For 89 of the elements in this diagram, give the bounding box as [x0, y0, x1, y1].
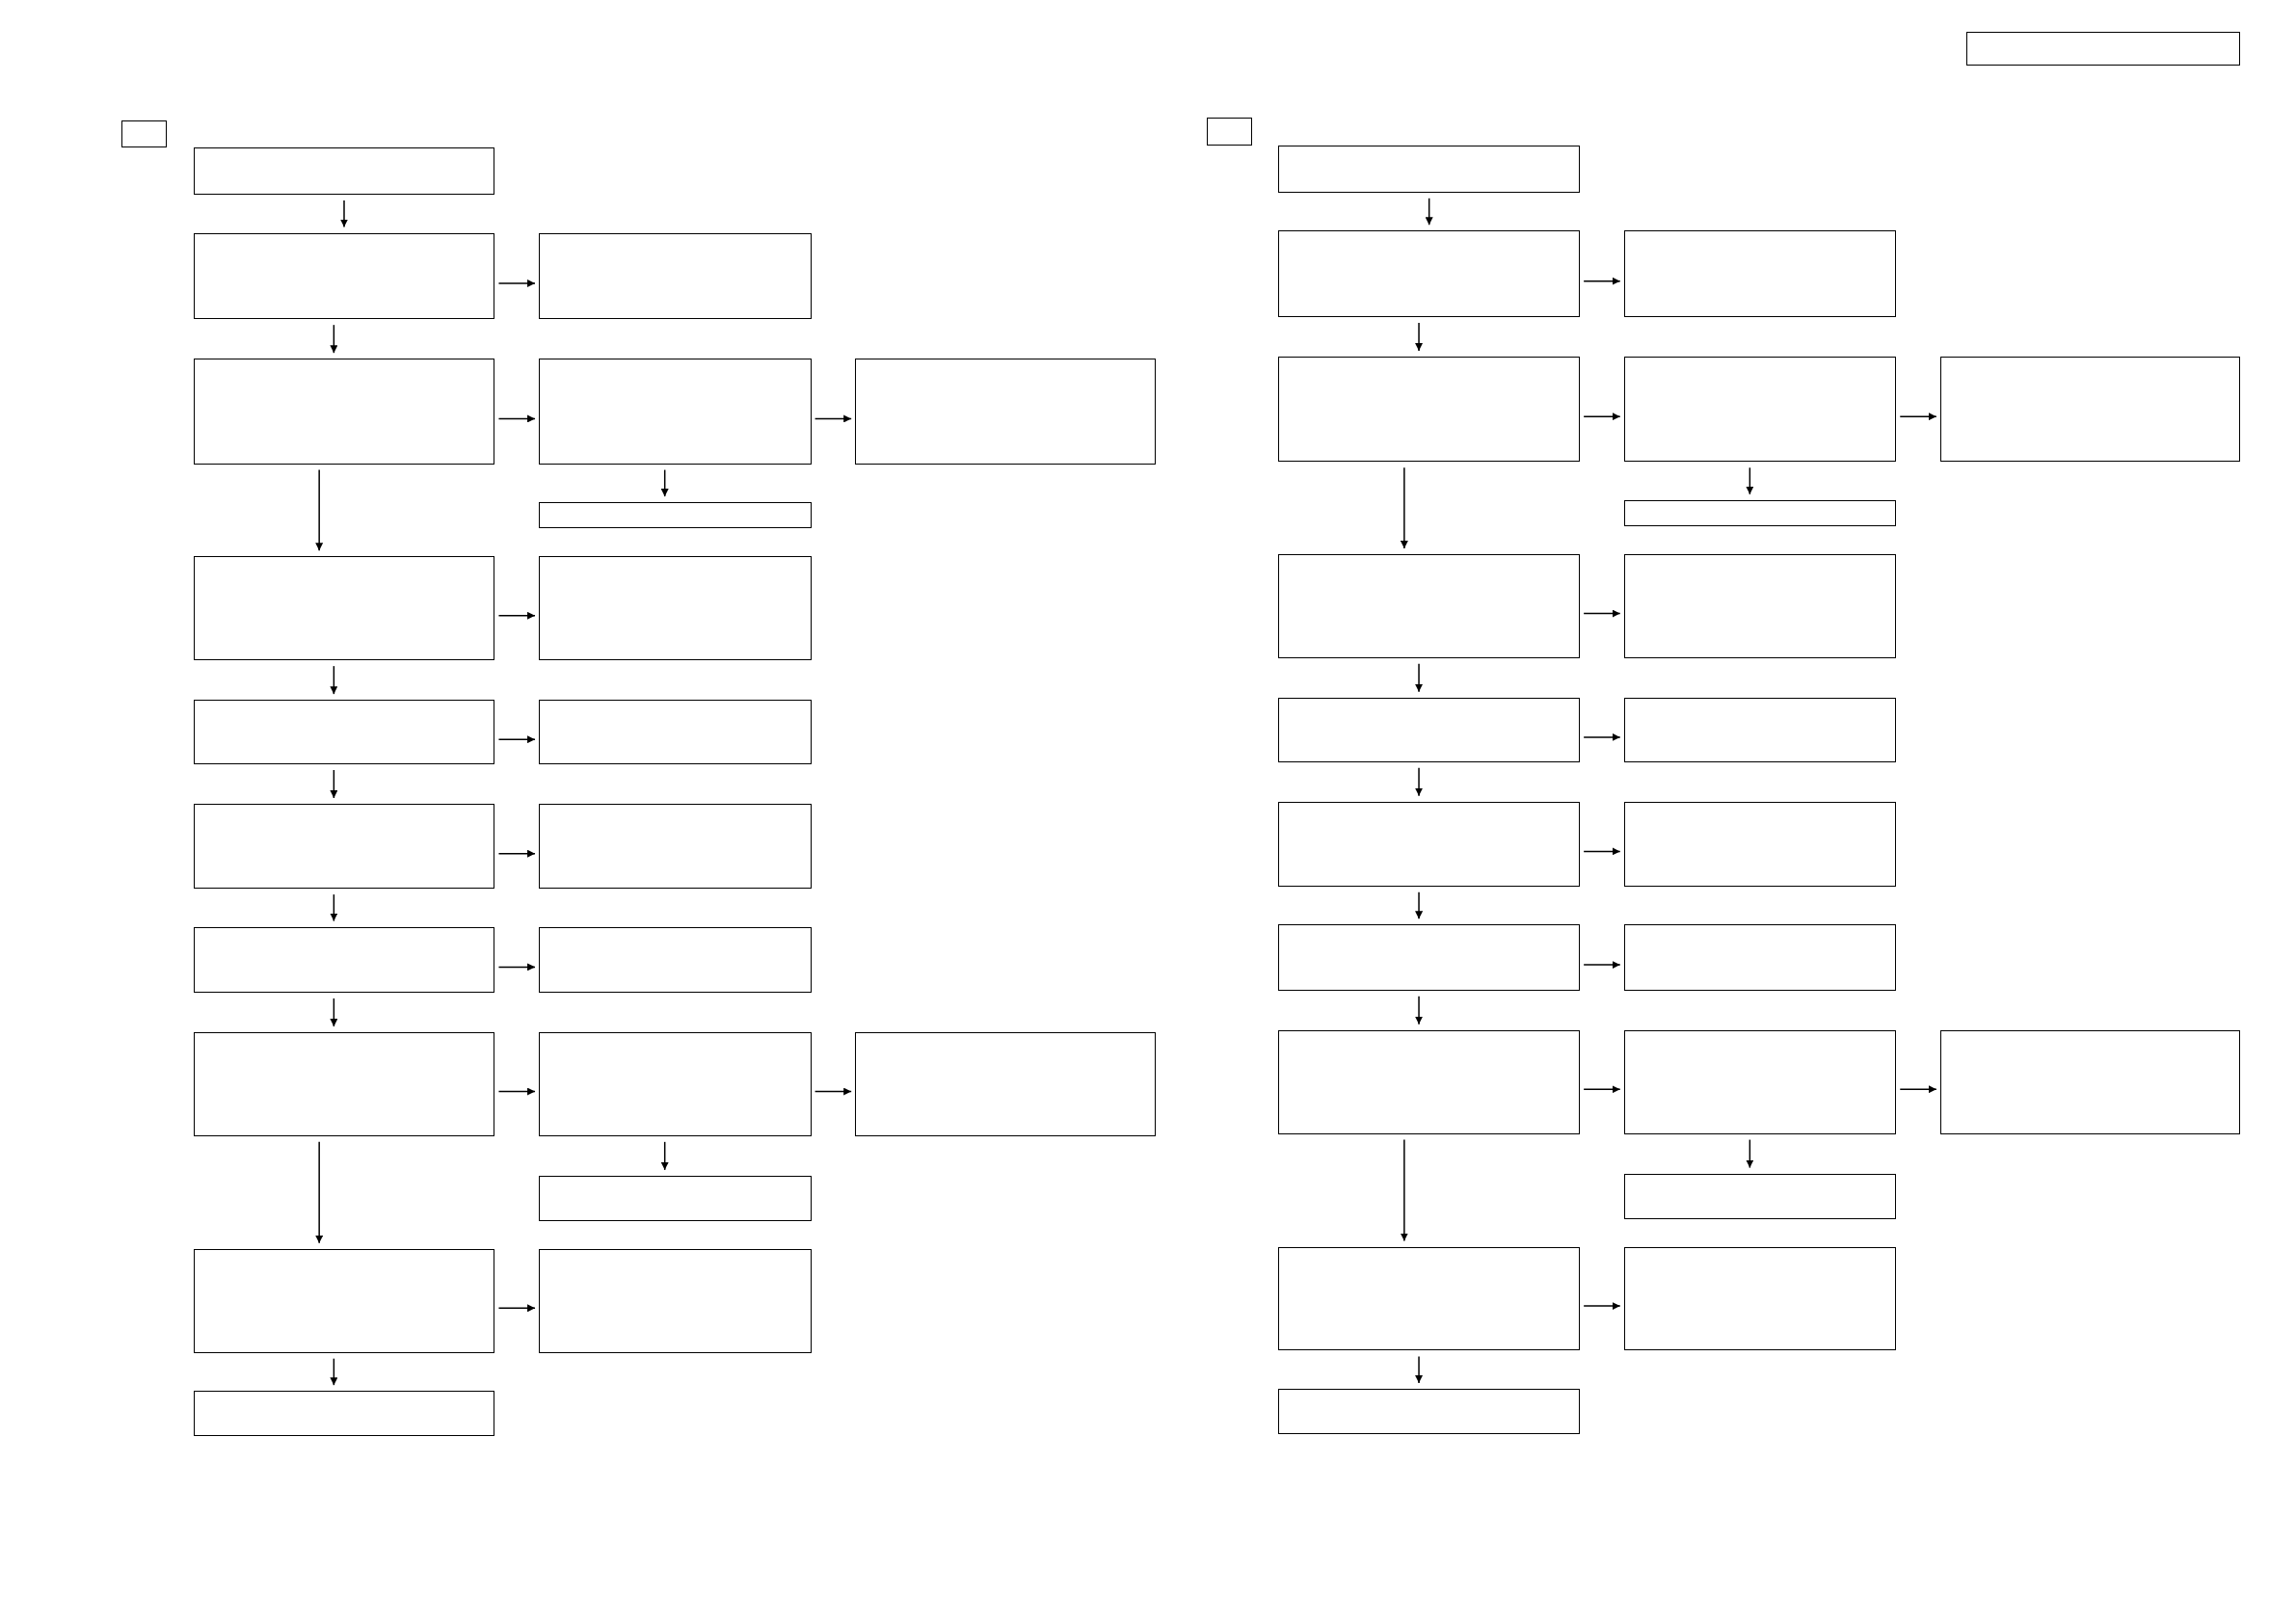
- process-box: [1623, 1246, 1897, 1351]
- process-box: [855, 359, 1156, 465]
- process-box: [1278, 924, 1581, 991]
- arrow: [497, 963, 536, 971]
- arrow: [1583, 1302, 1621, 1311]
- process-box: [1278, 1388, 1581, 1434]
- arrow: [660, 1141, 669, 1171]
- arrow: [1746, 466, 1754, 495]
- process-box: [1966, 32, 2241, 67]
- process-box: [1278, 697, 1581, 762]
- arrow: [1899, 412, 1937, 421]
- process-box: [1278, 1246, 1581, 1351]
- process-box: [1939, 356, 2241, 463]
- process-box: [1278, 1029, 1581, 1134]
- process-box: [539, 700, 812, 764]
- arrow: [1415, 995, 1424, 1025]
- process-box: [539, 1175, 812, 1221]
- arrow: [497, 1087, 536, 1096]
- process-box: [193, 1032, 495, 1136]
- arrow: [1583, 609, 1621, 618]
- process-box: [1623, 230, 1897, 317]
- process-box: [855, 1032, 1156, 1136]
- arrow: [497, 735, 536, 744]
- arrow: [1400, 1138, 1408, 1242]
- process-box: [539, 1248, 812, 1353]
- arrow: [1899, 1085, 1937, 1094]
- process-box: [539, 804, 812, 890]
- process-box: [1206, 118, 1252, 146]
- arrow: [814, 1087, 852, 1096]
- process-box: [1623, 554, 1897, 658]
- process-box: [1623, 499, 1897, 527]
- process-box: [539, 1032, 812, 1136]
- process-box: [1278, 230, 1581, 317]
- process-box: [539, 556, 812, 661]
- arrow: [497, 611, 536, 620]
- arrow: [1746, 1138, 1754, 1169]
- arrow: [1583, 412, 1621, 421]
- arrow: [497, 1304, 536, 1313]
- arrow: [1415, 766, 1424, 797]
- process-box: [121, 120, 168, 148]
- arrow: [330, 893, 338, 922]
- arrow: [1415, 322, 1424, 352]
- process-box: [1623, 924, 1897, 991]
- process-box: [1278, 356, 1581, 463]
- process-box: [1623, 356, 1897, 463]
- process-box: [1623, 697, 1897, 762]
- arrow: [1583, 1085, 1621, 1094]
- process-box: [1623, 1029, 1897, 1134]
- process-box: [1278, 554, 1581, 658]
- process-box: [193, 1248, 495, 1353]
- arrow: [1583, 732, 1621, 741]
- process-box: [1623, 1173, 1897, 1219]
- arrow: [497, 849, 536, 858]
- arrow: [814, 414, 852, 423]
- arrow: [1415, 891, 1424, 920]
- process-box: [193, 926, 495, 993]
- process-box: [539, 359, 812, 465]
- process-box: [1623, 801, 1897, 887]
- arrow: [1400, 466, 1408, 549]
- process-box: [1278, 801, 1581, 887]
- process-box: [539, 232, 812, 320]
- arrow: [340, 200, 348, 228]
- process-box: [539, 926, 812, 993]
- process-box: [193, 700, 495, 764]
- process-box: [1939, 1029, 2241, 1134]
- arrow: [330, 998, 338, 1027]
- process-box: [193, 1391, 495, 1437]
- arrow: [330, 769, 338, 799]
- process-box: [1278, 146, 1581, 193]
- arrow: [315, 1141, 324, 1244]
- arrow: [1415, 1355, 1424, 1384]
- arrow: [330, 324, 338, 354]
- arrow: [497, 279, 536, 287]
- process-box: [193, 147, 495, 196]
- process-box: [193, 232, 495, 320]
- process-box: [539, 502, 812, 529]
- arrow: [1583, 277, 1621, 285]
- arrow: [1425, 198, 1433, 226]
- process-box: [193, 804, 495, 890]
- arrow: [330, 1357, 338, 1386]
- arrow: [330, 665, 338, 695]
- arrow: [1583, 961, 1621, 970]
- arrow: [660, 468, 669, 497]
- process-box: [193, 556, 495, 661]
- arrow: [1583, 847, 1621, 856]
- arrow: [497, 414, 536, 423]
- arrow: [315, 468, 324, 551]
- arrow: [1415, 663, 1424, 693]
- process-box: [193, 359, 495, 465]
